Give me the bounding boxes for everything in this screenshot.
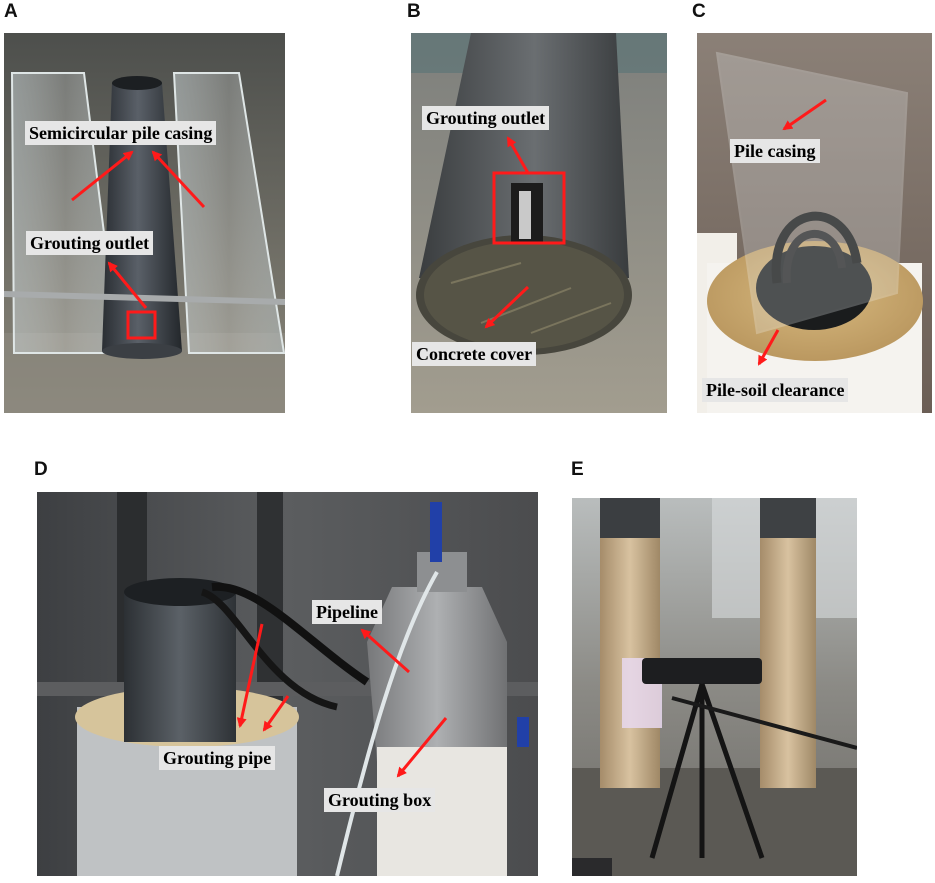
label-b-grouting-outlet: Grouting outlet	[422, 106, 550, 130]
panel-letter-d: D	[34, 459, 48, 480]
label-pipeline: Pipeline	[312, 600, 382, 624]
label-a-grouting-outlet: Grouting outlet	[26, 231, 154, 255]
photo-d-grouting-setup	[37, 492, 538, 876]
label-grouting-pipe: Grouting pipe	[159, 746, 276, 770]
label-pile-casing: Pile casing	[730, 139, 820, 163]
label-semicircular-pile-casing: Semicircular pile casing	[25, 121, 217, 145]
label-concrete-cover: Concrete cover	[412, 342, 537, 366]
panel-letter-e: E	[571, 459, 584, 480]
panel-letter-b: B	[407, 1, 421, 22]
photo-e-3d-scanner	[572, 498, 857, 876]
photo-c-pile-in-soil	[697, 33, 932, 413]
photo-a-pile-casings	[4, 33, 285, 413]
panel-letter-a: A	[4, 1, 18, 22]
panel-letter-c: C	[692, 1, 706, 22]
label-pile-soil-clearance: Pile-soil clearance	[702, 378, 849, 402]
label-grouting-box: Grouting box	[324, 788, 436, 812]
